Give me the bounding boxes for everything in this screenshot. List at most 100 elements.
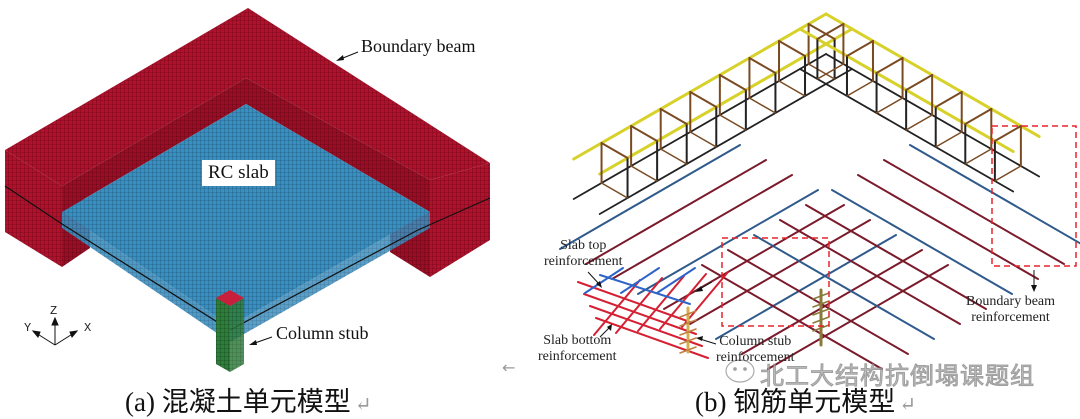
slab-rebar [727,249,909,355]
detail-top-rebar [620,267,660,294]
axis-label-z: Z [50,304,58,318]
concrete-model [4,8,491,372]
wechat-icon [725,359,755,383]
detail-bottom-rebar [589,305,703,347]
column-stub-tie [812,316,830,324]
beam-stirrup [659,108,688,125]
slab-rebar [741,249,923,355]
column-stub-side [230,298,244,372]
slab-rebar [805,204,987,310]
beam-stirrup [993,125,1022,142]
slab-rebar [689,219,871,325]
boundary-beam-right-front [430,163,490,277]
slab-rebar [559,144,741,250]
detail-top-rebar [656,267,696,294]
label-slab-top-line2: reinforcement [544,254,623,270]
rebar-model [559,12,1080,370]
boundary-beam-inner-left [62,78,246,212]
slab-rebar [779,219,961,325]
caption-panel-a: (a) 混凝土单元模型↵ [125,380,371,419]
slab-rebar [753,234,935,340]
label-boundary-beam-reinforcement: Boundary beam reinforcement [966,294,1055,326]
column-stub-tie [812,324,830,332]
axis-label-y: Y [24,321,32,335]
column-stub-front [216,298,230,372]
detail-bottom-rebar [593,279,641,336]
label-column-stub: Column stub [276,323,369,343]
column-stub-arrowhead [249,340,257,345]
detail-top-rebar [584,267,624,294]
beam-stirrup [905,74,934,91]
beam-longitudinal-bar [598,68,853,215]
beam-stirrup [718,74,747,91]
label-boundary-beam: Boundary beam [361,36,476,56]
highlight-box-boundary-beam [991,125,1077,267]
beam-longitudinal-bar [572,12,828,161]
detail-bottom-rebar [681,271,729,328]
back-arrow-icon: ← [502,358,516,377]
caption-panel-b-text: (b) 钢筋单元模型 [695,387,896,417]
beam-stirrup [748,57,777,74]
detail-column-tie [679,346,697,354]
detail-bottom-rebar [583,293,697,335]
rc-slab-top [62,104,430,326]
slab-rebar [701,264,883,370]
detail-arrowhead [695,286,703,292]
beam-stirrup [964,108,993,125]
beam-stirrup [778,40,807,57]
slab-rebar [637,189,819,295]
column-reinf-arrowhead [696,336,703,341]
slab-bottom-arrowhead [607,324,612,331]
beam-stirrup [964,148,993,165]
beam-stirrup [807,23,836,40]
beam-stirrup [689,91,718,108]
beam-longitudinal-bar [598,27,854,176]
label-rc-slab: RC slab [202,160,275,186]
boundary-beam-inner-right [246,78,430,212]
beam-stirrup [994,165,1022,182]
beam-stirrup [630,125,659,142]
beam-stirrup [934,91,963,108]
beam-stirrup [778,80,806,97]
watermark-text: 北工大结构抗倒塌课题组 [760,362,1035,391]
beam-stirrup [719,114,747,131]
slab-rebar [715,234,897,340]
column-stub-top [216,290,244,306]
return-mark-icon: ↵ [354,394,372,416]
rebar-detail-inset [577,267,729,359]
detail-top-rebar [599,274,691,305]
detail-column-tie [679,310,697,318]
slab-rebar [883,159,1065,265]
slab-bottom-arrow [599,326,611,338]
detail-column-tie [679,337,697,345]
slab-rebar [857,174,1039,280]
caption-panel-b: (b) 钢筋单元模型↵ [695,380,916,419]
beam-stirrup [816,63,845,80]
label-column-reinf-line1: Column stub [719,334,792,349]
label-boundary-reinf-line2: reinforcement [971,310,1050,326]
beam-stirrup [807,63,836,80]
detail-column-tie [679,319,697,327]
return-mark-icon-b: ↵ [899,394,916,416]
beam-stirrup [846,80,874,97]
label-rc-slab-text: RC slab [208,162,269,183]
label-boundary-reinf-line1: Boundary beam [966,294,1056,309]
boundary-beam-arrowhead [336,55,344,61]
label-slab-bottom-reinforcement: Slab bottom reinforcement [538,333,617,365]
column-stub-tie [812,308,830,316]
detail-bottom-rebar [615,277,663,334]
axis-triad-icon [31,316,79,346]
beam-stirrup [630,165,658,182]
label-column-stub-reinforcement: Column stub reinforcement [716,334,795,366]
beam-stirrup [875,97,904,114]
slab-rebar [831,189,1013,295]
beam-stirrup [905,114,933,131]
beam-stirrup [845,40,874,57]
slab-rebar [909,144,1080,245]
beam-stirrup [816,23,845,40]
label-column-reinf-line2: reinforcement [716,350,795,366]
beam-stirrup [600,142,629,159]
slab-rebar [585,159,767,265]
beam-stirrup [934,131,963,148]
slab-top-arrowhead [596,281,602,288]
